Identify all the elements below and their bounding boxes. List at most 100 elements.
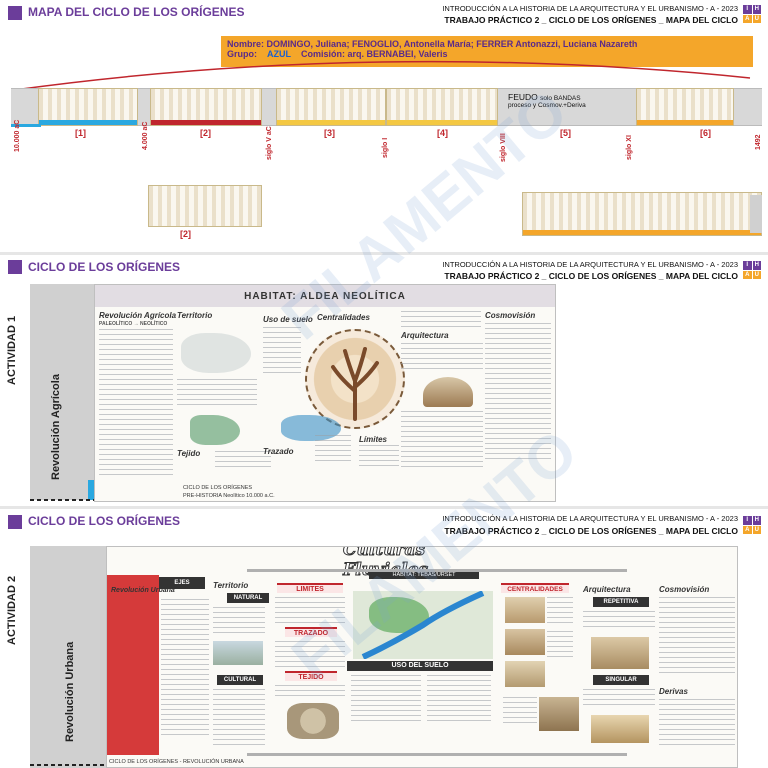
text-block (401, 411, 483, 471)
revolution-label: Revolución Agrícola (50, 374, 62, 480)
page-title: MAPA DEL CICLO DE LOS ORÍGENES (28, 5, 245, 19)
assignment-title: TRABAJO PRÁCTICO 2 _ CICLO DE LOS ORÍGEN… (444, 526, 738, 536)
pyramid-image (591, 715, 649, 743)
heading-arquitectura: Arquitectura (401, 331, 449, 340)
text-block (99, 329, 173, 479)
section-divider (0, 252, 768, 255)
heading-trazado: TRAZADO (285, 627, 337, 637)
heading-repetitiva: REPETITIVA (593, 597, 649, 607)
temple-image-1 (505, 597, 545, 623)
text-block (547, 631, 573, 661)
heading-ejes: EJES (159, 577, 205, 589)
poster-title: Culturas Fluviales (343, 546, 429, 581)
heading-uso-suelo: Uso de suelo (263, 315, 313, 324)
heading-arquitectura: Arquitectura (583, 585, 631, 594)
text-block (659, 597, 735, 677)
period-1-panel[interactable] (38, 88, 138, 126)
period-label: [1] (75, 128, 86, 138)
extra-period-label: [2] (180, 229, 191, 239)
revolution-column (30, 284, 96, 500)
period-label: [4] (437, 128, 448, 138)
extra-panel-5-6[interactable] (522, 192, 762, 236)
feudo-note: FEUDO solo BANDAS proceso y Cosmov.+Deri… (508, 92, 586, 109)
heading-revolucion: Revolución Urbana (111, 587, 175, 594)
section-marker-icon (8, 515, 22, 529)
house-image (591, 637, 649, 669)
poster-footer: CICLO DE LOS ORÍGENES - REVOLUCIÓN URBAN… (109, 759, 244, 765)
map-image (181, 333, 251, 373)
period-label: [2] (200, 128, 211, 138)
text-block (275, 641, 345, 669)
assignment-title: TRABAJO PRÁCTICO 2 _ CICLO DE LOS ORÍGEN… (444, 271, 738, 281)
era-label: siglo XI (626, 135, 633, 160)
period-6-panel[interactable] (636, 88, 734, 126)
text-block (503, 697, 537, 727)
timeline-arc (13, 60, 751, 91)
poster-footer-sub: PRE-HISTORIA Neolítico 10.000 a.C. (183, 493, 275, 499)
period-label: [6] (700, 128, 711, 138)
revolution-column (30, 546, 106, 768)
era-label: siglo V aC (266, 126, 273, 160)
heading-revolucion: Revolución Agrícola (99, 311, 177, 320)
period-2-panel[interactable] (150, 88, 262, 126)
poster-footer: CICLO DE LOS ORÍGENES (183, 485, 253, 491)
heading-uso-suelo: USO DEL SUELO (347, 661, 493, 671)
heading-tejido: Tejido (177, 449, 201, 458)
text-block (401, 311, 481, 327)
revolution-label: Revolución Urbana (64, 641, 76, 742)
text-block (213, 689, 265, 749)
heading-natural: NATURAL (227, 593, 269, 603)
hut-image (423, 377, 473, 407)
text-block (659, 699, 735, 749)
period-label: [5] (560, 128, 571, 138)
timeline-accent (11, 124, 41, 127)
course-title: INTRODUCCIÓN A LA HISTORIA DE LA ARQUITE… (442, 260, 738, 269)
poster-title: HABITAT: ALDEA NEOLÍTICA (95, 285, 555, 307)
extra-panel-2[interactable] (148, 185, 262, 227)
text-block (547, 597, 573, 627)
text-block (351, 675, 421, 725)
heading-derivas: Derivas (659, 687, 688, 696)
heading-singular: SINGULAR (593, 675, 649, 685)
heading-paleo: PALEOLÍTICO → NEOLÍTICO (99, 321, 168, 327)
text-block (315, 435, 351, 465)
era-label: siglo I (382, 137, 389, 158)
heading-trazado: Trazado (263, 447, 294, 456)
poster-culturas-fluviales: Culturas Fluviales HABITAT: TEBAS/URSET … (106, 546, 738, 768)
poster-aldea-neolitica: HABITAT: ALDEA NEOLÍTICA Revolución Agrí… (94, 284, 556, 502)
section-title: CICLO DE LOS ORÍGENES (28, 514, 181, 528)
era-label: 4.000 aC (142, 121, 149, 150)
assignment-title: TRABAJO PRÁCTICO 2 _ CICLO DE LOS ORÍGEN… (444, 15, 738, 25)
activity-label: ACTIVIDAD 1 (6, 315, 18, 385)
text-block (275, 685, 345, 699)
extra-panel-edge (750, 195, 762, 233)
text-block (275, 597, 345, 625)
text-block (263, 327, 301, 377)
period-label: [3] (324, 128, 335, 138)
heading-tejido: TEJIDO (285, 671, 337, 681)
heading-centralidades: Centralidades (317, 313, 370, 322)
heading-cosmovision: Cosmovisión (485, 311, 536, 320)
section-marker-icon (8, 260, 22, 274)
text-block (359, 445, 399, 467)
title-rule (247, 569, 627, 572)
period-4-panel[interactable] (386, 88, 498, 126)
text-block (213, 607, 265, 637)
heading-limites: Límites (359, 435, 388, 444)
heading-cultural: CULTURAL (217, 675, 263, 685)
period-3-panel[interactable] (276, 88, 386, 126)
text-block (401, 343, 483, 373)
heading-territorio: Territorio (213, 581, 249, 590)
tree-diagram (331, 347, 379, 421)
era-label: siglo VIII (500, 133, 507, 162)
poster-subtitle: HABITAT: TEBAS/URSET (369, 571, 479, 579)
footer-rule (247, 753, 627, 756)
text-block (485, 323, 551, 463)
names-line: Nombre: DOMINGO, Juliana; FENOGLIO, Anto… (227, 39, 638, 49)
temple-image-3 (505, 661, 545, 687)
text-block (427, 675, 491, 725)
temple-image-2 (505, 629, 545, 655)
